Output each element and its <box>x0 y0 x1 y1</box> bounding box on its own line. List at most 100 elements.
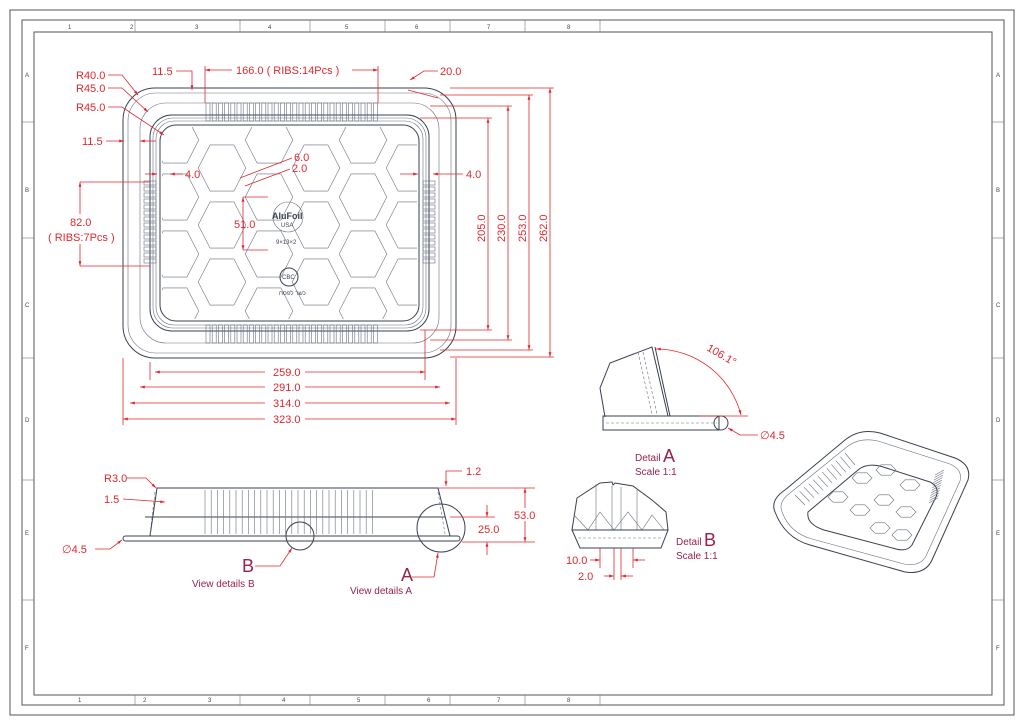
grid-ticks <box>22 20 1004 705</box>
grid-row-left: A <box>25 73 29 79</box>
callout-a-label[interactable]: View details A <box>350 586 412 597</box>
iso-rib <box>931 487 941 494</box>
rib <box>422 204 436 210</box>
grid-row-left: D <box>25 418 30 424</box>
grid-col-top: 6 <box>415 25 419 31</box>
dim-10: 10.0 <box>566 555 587 567</box>
dim-259: 259.0 <box>273 367 301 379</box>
side-view: R3.0 1.5 ∅4.5 1.2 53.0 25.0 B View detai… <box>62 466 539 597</box>
rib <box>236 102 242 122</box>
callout-b-label[interactable]: View details B <box>192 579 255 590</box>
rib <box>329 102 335 122</box>
rib <box>348 102 353 122</box>
detail-b-circle[interactable] <box>285 521 315 551</box>
rib <box>348 324 353 344</box>
ribs <box>143 102 436 344</box>
side-ribs <box>204 490 373 534</box>
dim-314: 314.0 <box>273 398 301 410</box>
grid-row-right: D <box>996 418 1001 424</box>
hex-cell <box>197 258 247 306</box>
grid-frame <box>21 19 1005 706</box>
isometric-ribs <box>794 452 945 506</box>
hex-cell <box>338 127 388 164</box>
dim-25: 25.0 <box>478 524 499 536</box>
rib <box>143 192 157 198</box>
rib <box>366 324 372 344</box>
rib <box>422 216 436 222</box>
grid-col-top: 1 <box>68 25 72 31</box>
isometric-view <box>773 431 970 573</box>
rib <box>143 234 157 240</box>
dim-11-5-top: 11.5 <box>152 66 173 78</box>
iso-rib <box>840 456 851 469</box>
dim-230: 230.0 <box>496 214 508 242</box>
rib <box>143 246 157 252</box>
iso-rib <box>928 497 939 504</box>
hex-cell <box>338 230 388 278</box>
iso-rib <box>932 479 942 486</box>
iso-rib <box>794 494 806 506</box>
rib <box>304 324 310 344</box>
grid-col-top: 8 <box>567 25 571 31</box>
dim-53: 53.0 <box>514 510 535 522</box>
rib <box>422 252 436 258</box>
rib <box>323 102 329 122</box>
iso-hex-cell <box>827 491 849 503</box>
outer-frame <box>9 9 1015 716</box>
iso-rib <box>799 490 810 502</box>
rib <box>354 324 360 344</box>
grid-col-top: 7 <box>487 25 491 31</box>
hex-cell <box>244 230 294 278</box>
rib <box>286 102 291 122</box>
top-view-dimensions: 259.0 291.0 314.0 323.0 205.0 230.0 253.… <box>46 63 554 426</box>
detail-b-scale: Scale 1:1 <box>676 551 718 562</box>
rib <box>422 180 436 186</box>
rib <box>205 324 211 344</box>
rib <box>249 102 254 122</box>
iso-rib <box>826 468 838 480</box>
hex-cell <box>338 173 388 221</box>
grid-col-bottom: 8 <box>567 698 571 704</box>
dim-dia-side: ∅4.5 <box>62 544 87 556</box>
rib <box>422 186 436 192</box>
detail-b-letter: B <box>704 530 716 550</box>
rib <box>286 324 291 344</box>
hex-cell <box>385 144 417 192</box>
iso-hex-cell <box>899 479 921 491</box>
rib <box>249 324 254 344</box>
side-view-dimensions: R3.0 1.5 ∅4.5 1.2 53.0 25.0 <box>62 466 539 578</box>
brand-logo: AluFoil USA 9×13×2 <box>272 201 304 246</box>
rib <box>335 324 341 344</box>
rib <box>373 102 378 122</box>
rib <box>311 324 316 344</box>
dim-r3: R3.0 <box>104 473 127 485</box>
hex-cell <box>291 201 341 249</box>
rib <box>143 240 157 246</box>
cert-mark: CBC <box>282 275 295 281</box>
honeycomb-pattern <box>162 127 417 319</box>
rib <box>143 228 157 234</box>
iso-rib <box>934 469 945 476</box>
rib <box>422 246 436 252</box>
rib <box>261 102 267 122</box>
iso-rib <box>817 475 828 488</box>
grid-row-right: C <box>996 303 1001 309</box>
iso-rib <box>929 495 939 501</box>
dim-291: 291.0 <box>273 382 301 394</box>
rib <box>422 198 436 204</box>
rib <box>298 102 304 122</box>
rib <box>335 102 341 122</box>
iso-hex-cell <box>869 522 891 534</box>
rib <box>242 324 248 344</box>
dim-20: 20.0 <box>440 66 461 78</box>
iso-rib <box>930 490 940 496</box>
rib <box>342 324 347 344</box>
rib <box>255 324 260 344</box>
iso-rib <box>835 460 847 473</box>
grid-col-bottom: 4 <box>282 698 286 704</box>
iso-hex-cell <box>891 529 913 541</box>
hex-cell <box>244 287 294 319</box>
rib <box>342 102 347 122</box>
grid-col-bottom: 7 <box>497 698 501 704</box>
detail-a-circle[interactable] <box>416 503 466 553</box>
